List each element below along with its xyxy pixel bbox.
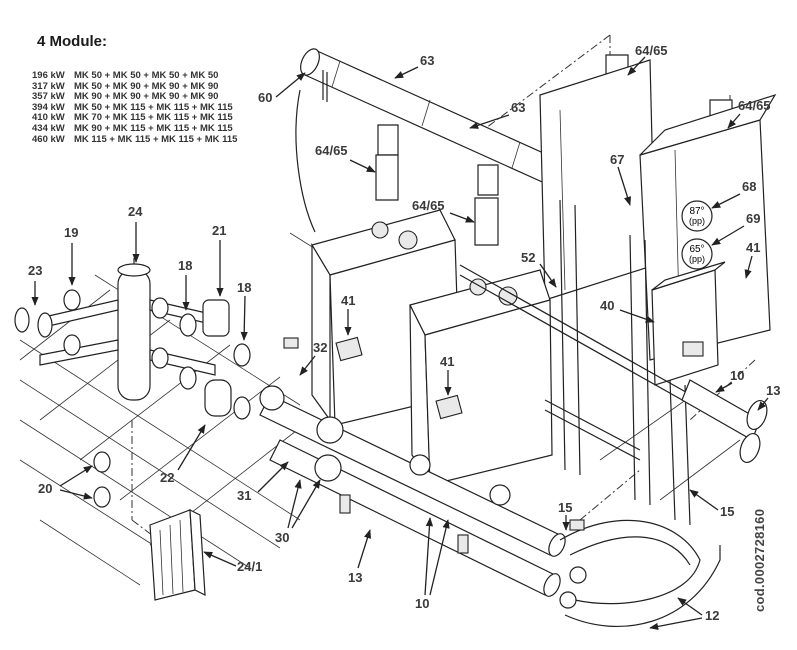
hydraulic-separator (14, 258, 251, 508)
configuration-row: 394 kW MK 50 + MK 115 + MK 115 + MK 115 (32, 101, 237, 114)
callout-13-bottom: 13 (348, 570, 362, 585)
configuration-row: 317 kW MK 50 + MK 90 + MK 90 + MK 90 (32, 80, 237, 93)
callout-64-65-left: 64/65 (315, 143, 348, 158)
callout-64-65-top: 64/65 (635, 43, 668, 58)
configuration-row: 357 kW MK 90 + MK 90 + MK 90 + MK 90 (32, 91, 237, 103)
callout-52: 52 (521, 250, 535, 265)
callout-40: 40 (600, 298, 614, 313)
callout-24: 24 (128, 204, 143, 219)
callout-19: 19 (64, 225, 78, 240)
configuration-power: 317 kW (32, 80, 65, 92)
callout-15-mid: 15 (558, 500, 572, 515)
callout-32: 32 (313, 340, 327, 355)
callout-63-upper: 63 (420, 53, 434, 68)
callout-22: 22 (160, 470, 174, 485)
callout-12: 12 (705, 608, 719, 623)
temperature-pressure-gauges: 87° (pp) 65° (pp) (681, 200, 713, 270)
configuration-modules: MK 115 + MK 115 + MK 115 + MK 115 (74, 133, 238, 145)
callout-60: 60 (258, 90, 272, 105)
gauge-2-pressure: (pp) (689, 254, 705, 264)
callout-41-right: 41 (746, 240, 760, 255)
callout-67: 67 (610, 152, 624, 167)
callout-10-right: 10 (730, 368, 744, 383)
configuration-power: 410 kW (32, 112, 65, 124)
callout-69: 69 (746, 211, 760, 226)
configuration-modules: MK 90 + MK 90 + MK 90 + MK 90 (74, 91, 219, 103)
callout-30: 30 (275, 530, 289, 545)
configuration-modules: MK 50 + MK 90 + MK 90 + MK 90 (74, 80, 219, 92)
gauge-1 (681, 200, 713, 232)
panel-display (682, 341, 704, 357)
callouts: 60 63 63 64/65 64/65 64/65 64/65 67 68 6… (28, 43, 780, 631)
gauge-1-temperature: 87° (689, 206, 704, 217)
configuration-row: 410 kW MK 70 + MK 115 + MK 115 + MK 115 (32, 113, 237, 124)
plate-heat-exchanger (149, 508, 206, 601)
support-frame (459, 199, 701, 526)
configuration-row: 196 kW MK 50 + MK 50 + MK 50 + MK 50 (32, 70, 237, 82)
callout-23: 23 (28, 263, 42, 278)
module-title: 4 Module: (37, 33, 107, 50)
configuration-row: 434 kW MK 90 + MK 115 + MK 115 + MK 115 (32, 122, 237, 135)
callout-20: 20 (38, 481, 52, 496)
configuration-modules: MK 50 + MK 50 + MK 50 + MK 50 (74, 70, 219, 81)
front-boiler-modules (311, 209, 553, 486)
configuration-modules: MK 70 + MK 115 + MK 115 + MK 115 (74, 112, 233, 124)
configuration-row: 460 kW MK 115 + MK 115 + MK 115 + MK 115 (32, 133, 238, 146)
callout-18-upper: 18 (178, 258, 192, 273)
callout-13-right: 13 (766, 383, 780, 398)
configuration-power: 460 kW (32, 133, 65, 145)
callout-18-lower: 18 (237, 280, 251, 295)
callout-15-right: 15 (720, 504, 734, 519)
control-panel (651, 261, 726, 386)
configuration-power: 394 kW (32, 101, 65, 113)
configuration-power: 434 kW (32, 122, 65, 134)
pump-assemblies (259, 337, 585, 554)
callout-24-1: 24/1 (237, 559, 262, 574)
gauge-1-pressure: (pp) (689, 216, 705, 226)
configuration-power: 357 kW (32, 91, 65, 103)
gauge-2 (681, 238, 713, 270)
callout-64-65-right: 64/65 (738, 98, 771, 113)
callout-41-left: 41 (341, 293, 355, 308)
callout-68: 68 (742, 179, 756, 194)
configuration-modules: MK 50 + MK 115 + MK 115 + MK 115 (74, 101, 233, 113)
callout-63-lower: 63 (511, 100, 525, 115)
callout-21: 21 (212, 223, 226, 238)
callout-31: 31 (237, 488, 251, 503)
callout-10-bottom: 10 (415, 596, 429, 611)
configuration-modules: MK 90 + MK 115 + MK 115 + MK 115 (74, 122, 233, 134)
callout-64-65-mid: 64/65 (412, 198, 445, 213)
gauge-2-temperature: 65° (689, 244, 704, 255)
configuration-power: 196 kW (32, 70, 65, 81)
callout-41-mid: 41 (440, 354, 454, 369)
drawing-code: cod.0002728160 (752, 508, 767, 612)
